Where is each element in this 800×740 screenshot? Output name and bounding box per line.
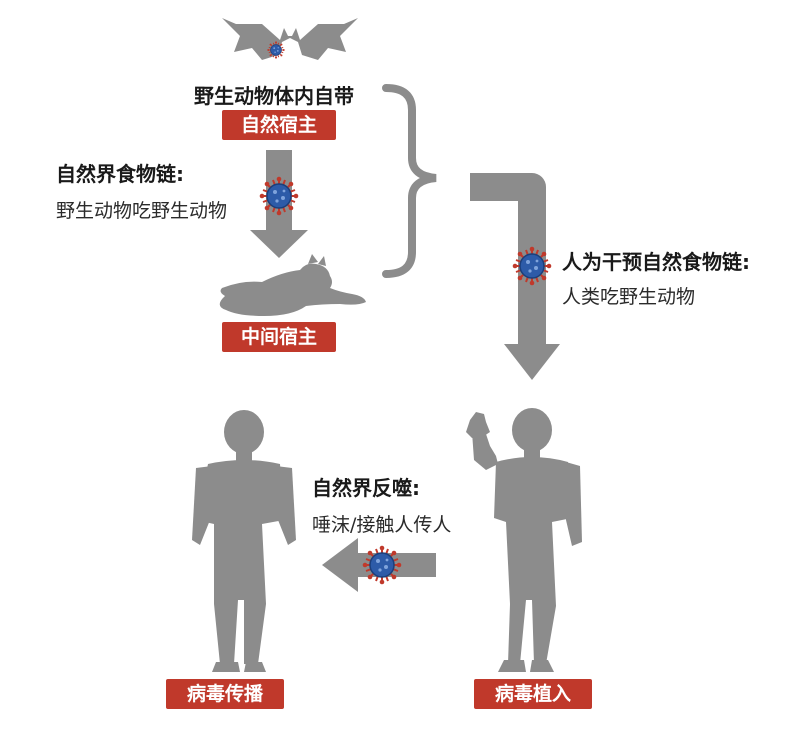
- natural-host-label: 自然宿主: [222, 110, 336, 140]
- backlash-desc: 唾沫/接触人传人: [312, 514, 452, 536]
- human-chain-desc: 人类吃野生动物: [562, 286, 696, 308]
- virus-icon: [511, 245, 553, 287]
- virus-spread-label: 病毒传播: [166, 679, 284, 709]
- wildlife-carrier-caption: 野生动物体内自带: [194, 84, 354, 108]
- intermediate-host-label: 中间宿主: [222, 322, 336, 352]
- virus-icon: [266, 40, 286, 60]
- natural-chain-desc: 野生动物吃野生动物: [56, 200, 228, 222]
- virus-icon: [361, 544, 403, 586]
- down-arrow-human-chain: [470, 173, 560, 380]
- human-chain-title: 人为干预自然食物链:: [562, 250, 750, 274]
- curly-brace: [382, 84, 437, 278]
- man-waving-icon: [466, 408, 582, 672]
- tiger-icon: [219, 254, 366, 316]
- backlash-title: 自然界反噬:: [312, 476, 420, 500]
- bat-icon: [222, 18, 358, 60]
- natural-chain-title: 自然界食物链:: [56, 162, 184, 186]
- virus-implant-label: 病毒植入: [474, 679, 592, 709]
- virus-icon: [258, 175, 300, 217]
- man-standing-icon: [192, 410, 296, 672]
